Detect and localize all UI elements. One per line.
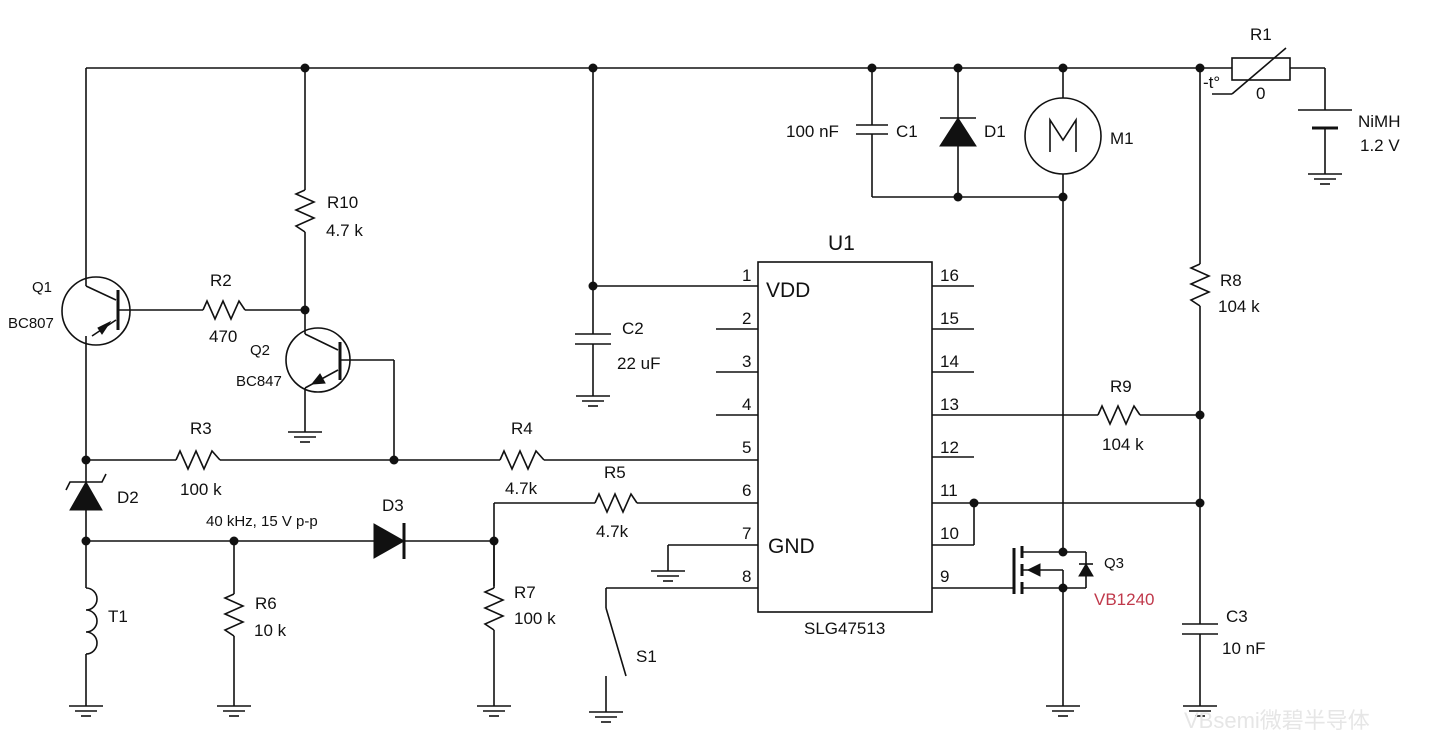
c3-value: 10 nF [1222, 639, 1265, 658]
r6-value: 10 k [254, 621, 287, 640]
u1-gnd-label: GND [768, 535, 815, 558]
s1-switch: S1 [589, 587, 758, 723]
d3-ref: D3 [382, 496, 404, 515]
pin-9: 9 [940, 567, 949, 586]
q2-ref: Q2 [250, 342, 270, 359]
m1-ref: M1 [1110, 129, 1134, 148]
r1-temp-mark: -t° [1203, 73, 1220, 92]
u1-part: SLG47513 [804, 619, 885, 638]
u1-ref: U1 [828, 232, 855, 255]
s1-ref: S1 [636, 647, 657, 666]
q1-part: BC807 [8, 315, 54, 332]
pin7-ground [651, 544, 758, 582]
r9-ref: R9 [1110, 377, 1132, 396]
c2-ref: C2 [622, 319, 644, 338]
r7-ref: R7 [514, 583, 536, 602]
pin-16: 16 [940, 266, 959, 285]
pin-14: 14 [940, 352, 959, 371]
r6-resistor: R6 10 k [217, 541, 287, 717]
r2-ref: R2 [210, 271, 232, 290]
r7-resistor: R7 100 k [477, 541, 556, 717]
battery-voltage: 1.2 V [1360, 136, 1400, 155]
r3-ref: R3 [190, 419, 212, 438]
r10-value: 4.7 k [326, 221, 363, 240]
u1-vdd-label: VDD [766, 279, 810, 302]
u1-chip: U1 SLG47513 VDD GND 1 2 3 4 5 6 7 8 16 1… [716, 232, 974, 638]
r2-value: 470 [209, 327, 237, 346]
r1-ref: R1 [1250, 25, 1272, 44]
junction-dots [81, 63, 1205, 593]
pin-7: 7 [742, 524, 751, 543]
pin-5: 5 [742, 438, 751, 457]
c2-capacitor: C2 22 uF [575, 68, 758, 407]
r4-ref: R4 [511, 419, 533, 438]
signal-net: 40 kHz, 15 V p-p D3 [86, 496, 494, 559]
t1-ref: T1 [108, 607, 128, 626]
pin-13: 13 [940, 395, 959, 414]
pin-1: 1 [742, 266, 751, 285]
q2-part: BC847 [236, 373, 282, 390]
r1-value: 0 [1256, 84, 1265, 103]
r6-ref: R6 [255, 594, 277, 613]
c3-ref: C3 [1226, 607, 1248, 626]
r8-value: 104 k [1218, 297, 1260, 316]
d1-ref: D1 [984, 122, 1006, 141]
d2-ref: D2 [117, 488, 139, 507]
pin-10: 10 [940, 524, 959, 543]
pin-12: 12 [940, 438, 959, 457]
pin-11: 11 [940, 481, 958, 500]
r5-value: 4.7k [596, 522, 629, 541]
r4-value: 4.7k [505, 479, 538, 498]
r1-thermistor: R1 -t° 0 [1203, 25, 1291, 103]
pin5-net: R3 100 k R4 4.7k [86, 419, 758, 499]
pin-8: 8 [742, 567, 751, 586]
t1-inductor: T1 [69, 541, 128, 717]
c1-d1-m1-block: 100 nF C1 D1 M1 [786, 68, 1134, 198]
pin-4: 4 [742, 395, 751, 414]
c1-value: 100 nF [786, 122, 839, 141]
r7-value: 100 k [514, 609, 556, 628]
d2-zener: D2 [65, 460, 139, 541]
r3-value: 100 k [180, 480, 222, 499]
transistor-block: Q1 BC807 R2 470 R10 4.7 k Q2 BC847 [8, 68, 395, 460]
pin-15: 15 [940, 309, 959, 328]
battery-type: NiMH [1358, 112, 1401, 131]
top-rail-wires [86, 67, 1326, 174]
r5-ref: R5 [604, 463, 626, 482]
pin-3: 3 [742, 352, 751, 371]
watermark: VBsemi微碧半导体 [1184, 708, 1370, 733]
r10-ref: R10 [327, 193, 358, 212]
c2-value: 22 uF [617, 354, 660, 373]
battery-nimh: NiMH 1.2 V [1298, 109, 1401, 185]
r8-ref: R8 [1220, 271, 1242, 290]
r9-value: 104 k [1102, 435, 1144, 454]
signal-note: 40 kHz, 15 V p-p [206, 513, 318, 530]
pin-6: 6 [742, 481, 751, 500]
q3-part: VB1240 [1094, 590, 1155, 609]
c1-ref: C1 [896, 122, 918, 141]
q3-ref: Q3 [1104, 555, 1124, 572]
r8-r9-c3-net: R8 104 k R9 104 k C3 10 nF [932, 68, 1265, 717]
pin-2: 2 [742, 309, 751, 328]
q1-ref: Q1 [32, 279, 52, 296]
